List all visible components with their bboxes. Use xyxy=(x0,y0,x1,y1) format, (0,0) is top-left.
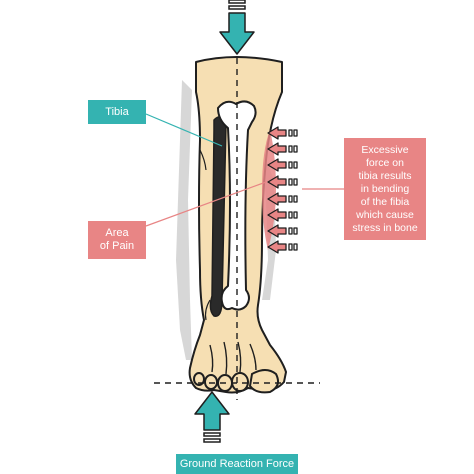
side-arrow-icon xyxy=(267,126,298,140)
knee-lines xyxy=(199,149,211,321)
area-of-pain-label: Area of Pain xyxy=(88,221,146,259)
pain-leader-line xyxy=(145,181,267,227)
pain-area xyxy=(262,130,276,250)
top-force-arrow-icon xyxy=(219,0,255,55)
toe-5 xyxy=(193,372,205,386)
ground-reaction-arrow-icon xyxy=(194,391,230,443)
side-arrow-icon xyxy=(267,240,298,254)
side-arrow-icon xyxy=(267,175,298,189)
side-arrow-icon xyxy=(267,158,298,172)
side-force-arrows xyxy=(267,126,298,254)
side-arrow-icon xyxy=(267,224,298,238)
toe-4 xyxy=(204,374,218,390)
tibia-label: Tibia xyxy=(88,100,146,124)
side-arrow-icon xyxy=(267,142,298,156)
toe-big xyxy=(248,369,279,394)
tibia-leader-line xyxy=(145,113,223,147)
side-arrow-icon xyxy=(267,208,298,222)
ground-reaction-force-label: Ground Reaction Force xyxy=(176,454,298,474)
side-arrow-icon xyxy=(267,192,298,206)
foot-bone-hints xyxy=(209,341,257,375)
toe-2 xyxy=(231,372,249,392)
excessive-force-label: Excessive force on tibia results in bend… xyxy=(344,138,426,240)
